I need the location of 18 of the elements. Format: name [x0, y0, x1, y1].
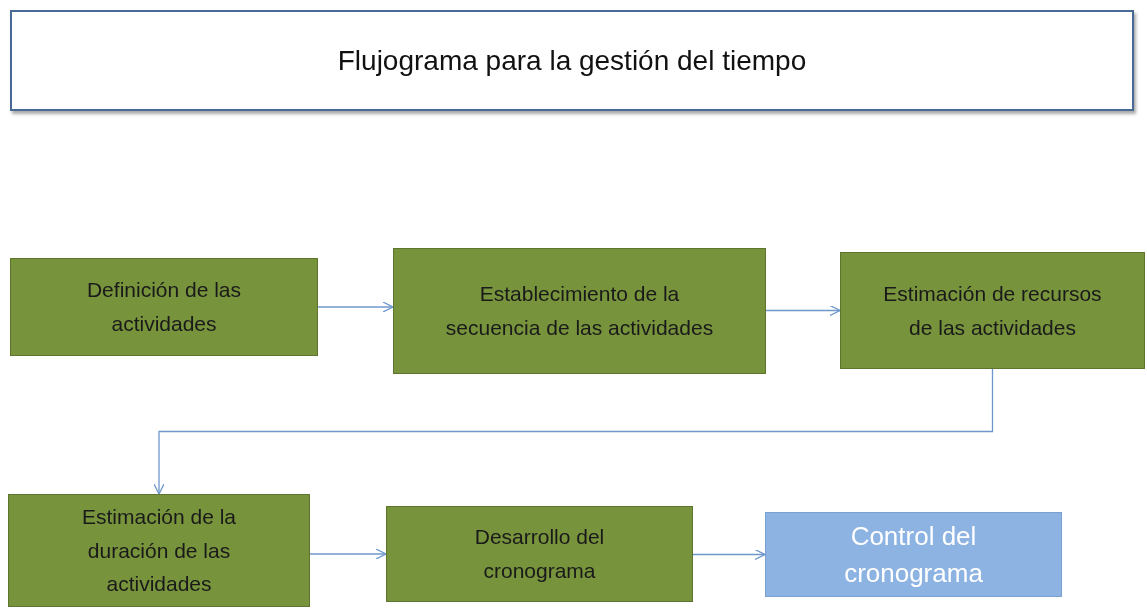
process-box — [8, 494, 310, 607]
process-box — [393, 248, 766, 374]
process-box — [840, 252, 1145, 369]
arrow — [317, 301, 394, 313]
title: Flujograma para la gestión del tiempo — [337, 44, 807, 77]
box-label: Control del cronograma — [843, 520, 984, 590]
process-box — [386, 506, 693, 602]
process-box — [10, 258, 318, 356]
arrow — [153, 368, 994, 495]
box-label: Desarrollo del cronograma — [473, 524, 606, 584]
box-label: Establecimiento de la secuencia de las actividades — [444, 281, 715, 341]
arrow — [309, 548, 387, 560]
box-label: Estimación de la duración de las actividades — [80, 504, 238, 598]
box-label: Definición de las actividades — [85, 277, 243, 337]
process-box — [765, 512, 1062, 597]
arrow — [765, 304, 841, 317]
arrow — [692, 548, 766, 561]
box-label: Estimación de recursos de las actividades — [882, 280, 1103, 341]
